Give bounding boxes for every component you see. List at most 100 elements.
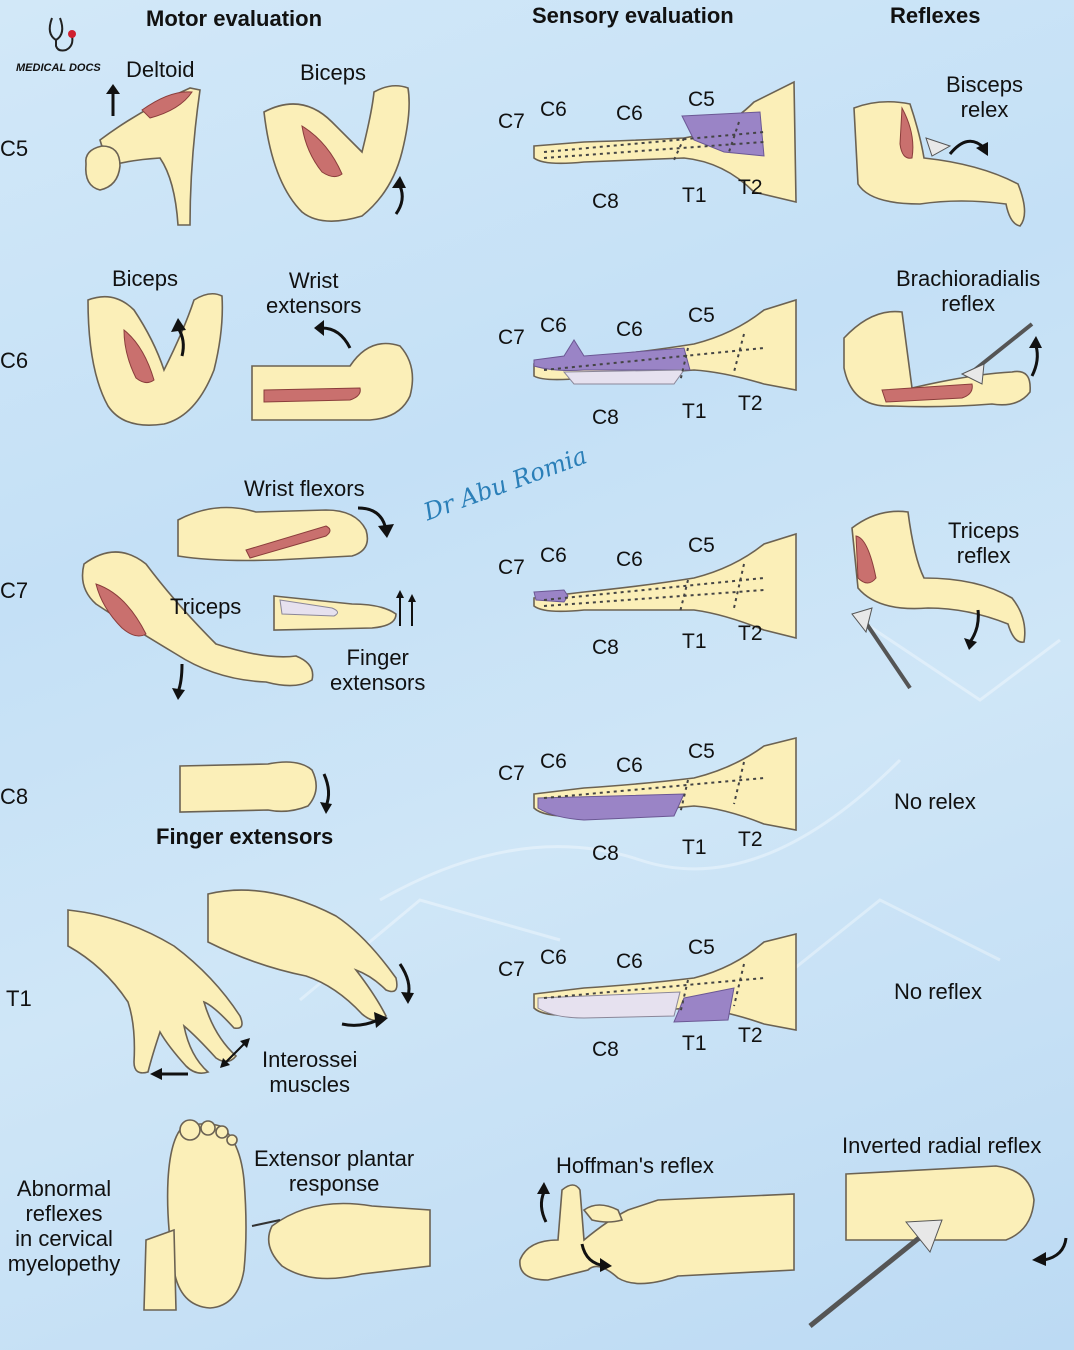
dermatome-arm-c6 (533, 298, 797, 391)
diagonal-double-arrow-icon (220, 1038, 250, 1068)
label-interossei-line1: Interossei (262, 1047, 358, 1072)
dermatome-arm-c7 (533, 532, 797, 640)
label-biceps-reflex-line2: relex (960, 97, 1009, 122)
left-arrow-icon (150, 1068, 188, 1080)
dermatome-arm-c5 (533, 80, 797, 204)
dermatome-label-t1-c7: C7 (498, 958, 525, 981)
curved-right-arrow-icon (341, 1012, 388, 1028)
dermatome-label-c8-c8: C8 (592, 842, 619, 865)
triceps-extension-illustration (81, 551, 314, 687)
dermatome-label-c5-c7: C7 (498, 110, 525, 133)
label-wrist-extensors-line1: Wrist (288, 268, 339, 293)
down-arrow-icon (172, 663, 185, 700)
dermatome-label-c5-c6b: C6 (616, 102, 643, 125)
dermatome-label-c5-c8: C8 (592, 190, 619, 213)
dermatome-label-c7-t2: T2 (738, 622, 763, 645)
label-interossei-line2: muscles (269, 1072, 351, 1097)
curved-left-arrow-icon (1032, 1237, 1068, 1266)
label-no-reflex-t1: No reflex (894, 979, 983, 1004)
hoffman-hands-illustration (519, 1184, 795, 1285)
label-hoffmans-reflex: Hoffman's reflex (556, 1153, 714, 1178)
deltoid-arm-illustration (84, 87, 201, 226)
label-biceps-reflex: Bisceps relex (946, 72, 1023, 122)
row-label-c5: C5 (0, 136, 29, 161)
label-wrist-flexors: Wrist flexors (244, 476, 365, 501)
triceps-reflex-arm-illustration (851, 510, 1026, 690)
label-brachioradialis-reflex-line1: Brachioradialis (896, 266, 1041, 291)
label-biceps-reflex-line1: Bisceps (946, 72, 1024, 97)
dermatome-label-c7-t1: T1 (682, 630, 707, 653)
dermatome-label-c6-c7: C7 (498, 326, 525, 349)
curved-arrow-icon (171, 318, 186, 357)
dermatome-label-t1-t2: T2 (738, 1024, 763, 1047)
label-inverted-radial-reflex: Inverted radial reflex (842, 1133, 1042, 1158)
examiner-hand-illustration (251, 1202, 431, 1280)
label-interossei: Interossei muscles (262, 1047, 357, 1097)
label-brachioradialis-reflex-line2: reflex (941, 291, 996, 316)
logo-text: MEDICAL DOCS (16, 62, 101, 74)
motor-evaluation-header: Motor evaluation (146, 6, 323, 31)
dermatome-label-c6-c6b: C6 (616, 318, 643, 341)
finger-extensors-hand-illustration (273, 595, 397, 631)
dermatome-label-c7-c5: C5 (688, 534, 715, 557)
label-finger-extensors-c8: Finger extensors (156, 824, 334, 849)
dermatome-label-c8-c6a: C6 (540, 750, 567, 773)
fist-illustration (179, 761, 317, 813)
curved-up-arrow-icon (537, 1182, 550, 1223)
dermatome-label-t1-c6a: C6 (540, 946, 567, 969)
curved-down-arrow-icon (398, 963, 414, 1004)
label-wrist-extensors-line2: extensors (266, 293, 362, 318)
inverted-radial-arm-illustration (808, 1165, 1035, 1328)
label-extensor-plantar-line1: Extensor plantar (254, 1146, 415, 1171)
label-brachioradialis-reflex: Brachioradialis reflex (896, 266, 1040, 316)
label-biceps-c5: Biceps (300, 60, 367, 85)
reflexes-header: Reflexes (890, 3, 981, 28)
biceps-c6-illustration (87, 292, 224, 426)
small-up-arrows-icon (396, 590, 416, 626)
label-abnormal-line3: in cervical (15, 1226, 113, 1251)
dermatome-label-c5-t2: T2 (738, 176, 763, 199)
curved-arrow-icon (948, 139, 988, 156)
label-abnormal-line4: myelopethy (7, 1251, 121, 1276)
curved-down-arrow-icon (580, 1243, 612, 1272)
label-triceps-reflex: Triceps reflex (948, 518, 1019, 568)
dermatome-label-c6-c5: C5 (688, 304, 715, 327)
curved-down-arrow-icon (357, 506, 394, 538)
dermatome-label-c8-c7: C7 (498, 762, 525, 785)
label-finger-extensors-c7-line1: Finger (346, 645, 409, 670)
curved-down-arrow-icon (320, 773, 332, 814)
foot-sole-illustration (143, 1119, 247, 1311)
label-triceps: Triceps (170, 594, 242, 619)
row-label-c8: C8 (0, 784, 29, 809)
dermatome-label-c6-t2: T2 (738, 392, 763, 415)
label-triceps-reflex-line2: reflex (956, 543, 1011, 568)
right-hand-illustration (207, 889, 398, 1022)
label-wrist-extensors: Wrist extensors (266, 268, 361, 318)
dermatome-label-c7-c6b: C6 (616, 548, 643, 571)
dermatome-label-t1-c8: C8 (592, 1038, 619, 1061)
label-extensor-plantar-response: Extensor plantar response (254, 1146, 414, 1196)
label-triceps-reflex-line1: Triceps (948, 518, 1020, 543)
dermatome-label-t1-c6b: C6 (616, 950, 643, 973)
dermatome-label-t1-t1: T1 (682, 1032, 707, 1055)
sensory-evaluation-header: Sensory evaluation (532, 3, 734, 28)
dermatome-label-c8-t1: T1 (682, 836, 707, 859)
curved-up-arrow-icon (392, 176, 406, 215)
row-label-t1: T1 (6, 986, 32, 1011)
stethoscope-logo-icon (48, 17, 76, 52)
label-abnormal-reflexes: Abnormal reflexes in cervical myelopethy (0, 1176, 128, 1276)
label-deltoid: Deltoid (126, 57, 195, 82)
brachioradialis-reflex-arm-illustration (843, 310, 1034, 408)
label-finger-extensors-c7: Finger extensors (330, 645, 425, 695)
label-finger-extensors-c7-line2: extensors (330, 670, 426, 695)
dermatome-label-c8-t2: T2 (738, 828, 763, 851)
row-label-c6: C6 (0, 348, 29, 373)
dermatome-label-c5-c5: C5 (688, 88, 715, 111)
curved-down-arrow-icon (964, 609, 980, 650)
dermatome-label-c8-c5: C5 (688, 740, 715, 763)
curved-up-arrow-icon (1029, 336, 1042, 377)
up-arrow-icon (106, 84, 120, 116)
dermatome-label-c8-c6b: C6 (616, 754, 643, 777)
dermatome-label-c6-c8: C8 (592, 406, 619, 429)
label-extensor-plantar-line2: response (288, 1171, 380, 1196)
